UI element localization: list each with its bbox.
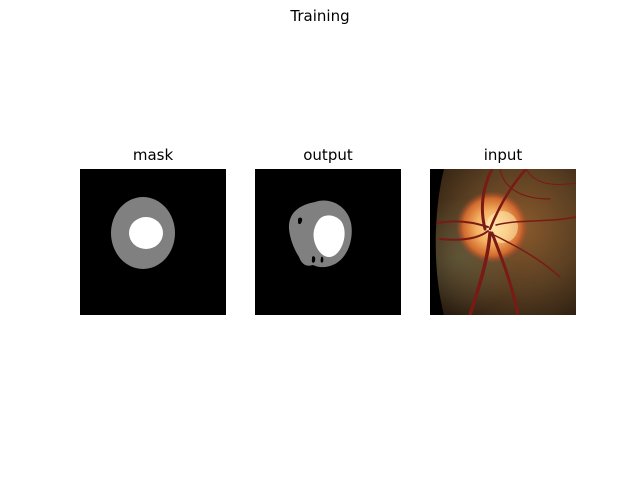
output-panel-title: output <box>303 146 353 164</box>
retinal-vessels <box>430 169 576 315</box>
output-cup-region <box>313 215 345 257</box>
figure-title: Training <box>290 7 350 25</box>
input-image <box>430 169 576 315</box>
output-image <box>255 169 401 315</box>
output-hole-1 <box>298 217 303 225</box>
mask-image <box>80 169 226 315</box>
output-hole-3 <box>320 256 324 263</box>
mask-panel-title: mask <box>132 146 174 164</box>
mask-cup-region <box>129 217 163 249</box>
fundus-edge <box>430 169 444 315</box>
output-hole-2 <box>311 256 316 263</box>
input-panel-title: input <box>483 146 523 164</box>
